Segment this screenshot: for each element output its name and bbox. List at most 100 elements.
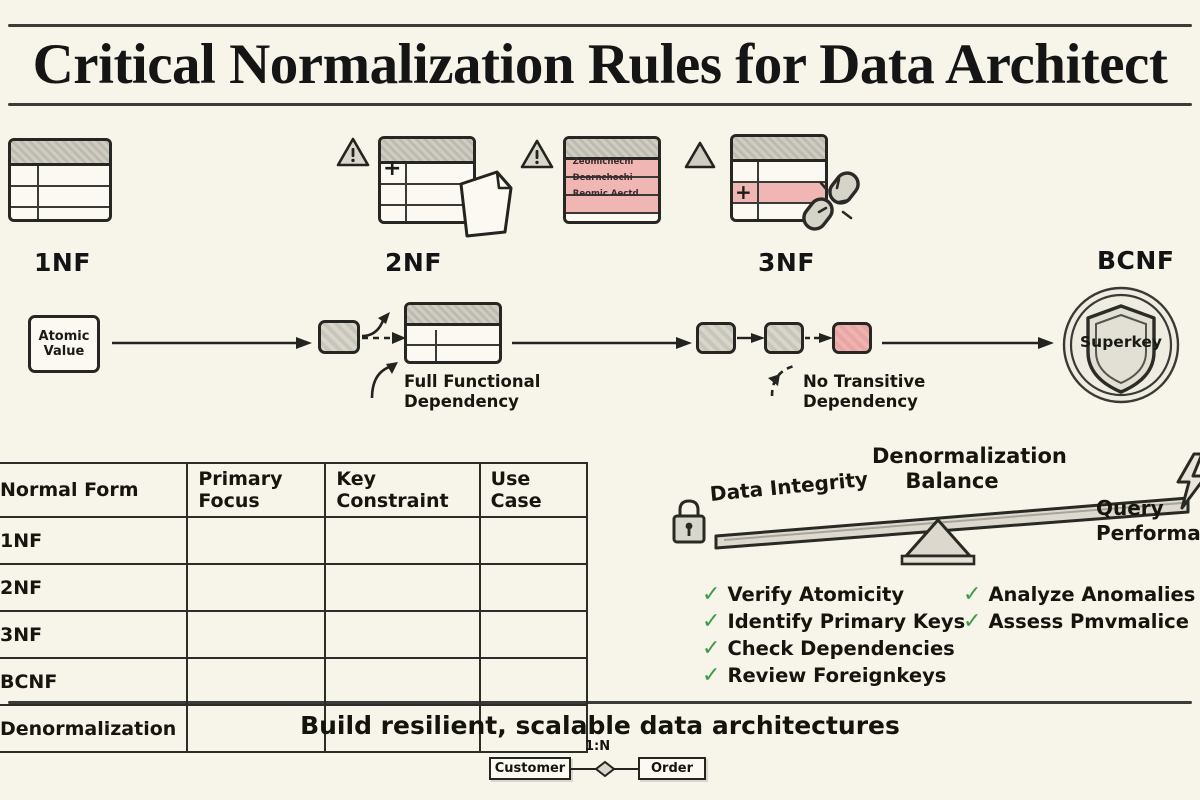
callout-line1: Full Functional — [404, 372, 541, 391]
lock-icon — [672, 499, 706, 544]
er-entity-label: Order — [651, 761, 693, 776]
flow-chip — [696, 322, 736, 354]
anomaly-card-icon — [563, 136, 661, 224]
table-row-highlighted — [733, 183, 825, 204]
cell-normal-form: BCNF — [0, 657, 189, 706]
balance-right-line1: Query — [1096, 496, 1164, 520]
warning-triangle-icon — [684, 141, 716, 169]
cell-primary-focus — [186, 563, 327, 612]
cell-use-case — [478, 563, 589, 612]
checklist-item[interactable]: ✓ Identify Primary Keys — [702, 608, 965, 635]
table-row — [407, 326, 499, 346]
cell-use-case — [478, 704, 589, 753]
checklist-item[interactable]: ✓ Analyze Anomalies — [963, 581, 1195, 608]
cell-key-constraint — [324, 516, 481, 565]
checklist-item-label: Review Foreignkeys — [727, 664, 947, 687]
anomaly-row-text: Reomic Aectd — [572, 189, 639, 199]
stage-label-1nf: 1NF — [34, 248, 91, 277]
cell-primary-focus — [186, 610, 327, 659]
title-rule-bottom — [8, 103, 1192, 106]
flow-chip — [764, 322, 804, 354]
checklist-item[interactable]: ✓ Verify Atomicity — [702, 581, 965, 608]
table-row — [407, 346, 499, 361]
er-cardinality-label: 1:N — [585, 739, 611, 754]
cell-primary-focus — [186, 657, 327, 706]
checklist-item[interactable]: ✓ Assess Pmvmalice — [963, 608, 1195, 635]
document-icon — [459, 170, 513, 238]
cell-primary-focus — [186, 516, 327, 565]
cell-key-constraint — [324, 657, 481, 706]
callout-arrow — [768, 364, 795, 397]
column-header-key-constraint: Key Constraint — [324, 462, 481, 518]
seesaw-fulcrum — [900, 518, 976, 566]
checklist-item[interactable]: ✓ Check Dependencies — [702, 635, 965, 662]
cell-use-case — [478, 657, 589, 706]
er-relationship-connector — [570, 760, 640, 778]
flow-chip — [318, 320, 360, 354]
check-icon: ✓ — [702, 581, 721, 607]
cell-normal-form: Denormalization — [0, 704, 189, 753]
check-icon: ✓ — [702, 608, 721, 634]
table-row — [381, 185, 473, 206]
balance-right-label: Query Performance — [1096, 496, 1200, 546]
check-icon: ✓ — [702, 662, 721, 688]
title-rule-top — [8, 24, 1192, 27]
table-broken-link-icon — [730, 134, 828, 222]
table-row — [733, 162, 825, 183]
table-row — [11, 208, 109, 219]
column-header-use-case: Use Case — [478, 462, 589, 518]
page-title: Critical Normalization Rules for Data Ar… — [32, 33, 1168, 96]
lightning-bolt-icon — [1176, 452, 1200, 510]
checklist-item[interactable]: ✓ Review Foreignkeys — [702, 662, 965, 689]
broken-link-icon — [802, 171, 860, 231]
callout-line2: Dependency — [404, 392, 519, 411]
plus-icon: + — [383, 156, 402, 181]
callout-arrow — [370, 362, 398, 399]
column-header-normal-form: Normal Form — [0, 462, 189, 518]
checklist-item-label: Check Dependencies — [727, 637, 955, 660]
table-header-band — [381, 139, 473, 164]
table-row: 2NF — [0, 563, 589, 612]
anomaly-row-text: Dearnchochi — [572, 173, 633, 183]
footer-tagline: Build resilient, scalable data architect… — [300, 711, 900, 740]
cell-primary-focus — [186, 704, 327, 753]
table-row: 1NF — [0, 516, 589, 565]
checklist-right: ✓ Analyze Anomalies ✓ Assess Pmvmalice — [963, 581, 1195, 635]
footer-rule — [8, 701, 1192, 704]
flow-arrow — [512, 337, 692, 349]
table-header-band — [733, 137, 825, 162]
callout-no-transitive-dependency: No Transitive Dependency — [803, 372, 925, 412]
table-row: BCNF — [0, 657, 589, 706]
table-row — [11, 187, 109, 208]
flow-table-icon — [404, 302, 502, 364]
check-icon: ✓ — [963, 581, 982, 607]
table-row — [11, 166, 109, 187]
table-row: Denormalization — [0, 704, 589, 753]
flow-split-arrows — [361, 312, 406, 344]
atomic-value-line1: Atomic — [38, 329, 90, 344]
cell-key-constraint — [324, 704, 481, 753]
cell-use-case — [478, 610, 589, 659]
table-column-divider — [757, 162, 759, 219]
cell-normal-form: 1NF — [0, 516, 189, 565]
er-entity-order: Order — [638, 757, 706, 780]
anomaly-row — [566, 178, 658, 196]
table-column-divider — [405, 164, 407, 221]
cell-key-constraint — [324, 610, 481, 659]
check-icon: ✓ — [702, 635, 721, 661]
table-header-band — [11, 141, 109, 166]
callout-line2: Dependency — [803, 392, 918, 411]
table-column-divider — [37, 166, 39, 219]
table-icon — [8, 138, 112, 222]
warning-triangle-icon — [520, 139, 554, 169]
plus-icon: + — [735, 180, 752, 204]
cell-normal-form: 2NF — [0, 563, 189, 612]
cell-key-constraint — [324, 563, 481, 612]
table-column-divider — [435, 330, 437, 361]
stage-label-bcnf: BCNF — [1097, 246, 1175, 275]
table-row — [566, 214, 658, 221]
cell-normal-form: 3NF — [0, 610, 189, 659]
flow-arrow-dashed — [805, 333, 833, 343]
table-row — [381, 164, 473, 185]
er-entity-customer: Customer — [489, 757, 571, 780]
